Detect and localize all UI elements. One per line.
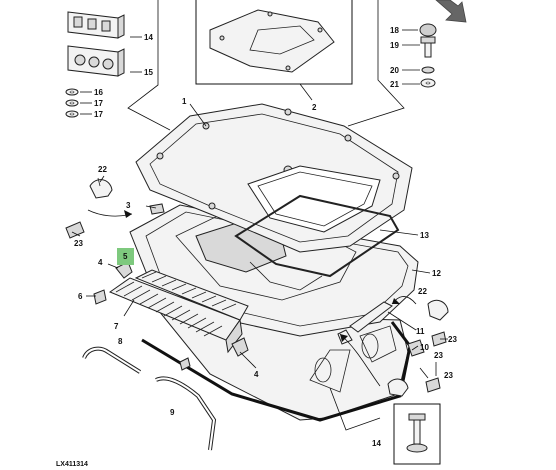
callout-19: 19: [390, 41, 399, 50]
callout-10: 10: [420, 343, 429, 352]
callout-17c: 17: [94, 110, 103, 119]
inset-frame-center: [195, 0, 353, 85]
cap-18: [419, 23, 437, 37]
opening-seal: [234, 194, 400, 278]
callout-11: 11: [416, 327, 425, 336]
switch-panel-16: [67, 45, 125, 77]
callout-6: 7: [114, 322, 119, 331]
inset-frame-left: [127, 0, 171, 131]
callout-17a: 16: [94, 88, 103, 97]
callout-20: 20: [390, 66, 399, 75]
callout-9: 9: [170, 408, 175, 417]
washer-20: [421, 66, 435, 74]
motion-arrows: [87, 209, 429, 431]
callout-22-left: 22: [98, 165, 107, 174]
clip-7: [93, 289, 107, 305]
callout-5: 5: [123, 252, 128, 261]
connector-23-right: [431, 331, 447, 347]
inset-frame-right: [347, 0, 405, 127]
washer-21: [420, 78, 436, 88]
callout-23-left: 23: [74, 239, 83, 248]
callout-12: 12: [432, 269, 441, 278]
callout-7: 6: [78, 292, 83, 301]
bolt-19: [420, 36, 436, 58]
clip-4-lower: [231, 337, 249, 357]
callout-2: 2: [312, 103, 317, 112]
leader-lines: [71, 29, 448, 376]
bolt-inset-14: [393, 403, 441, 465]
callout-14: 14: [372, 439, 381, 448]
callout-16: 15: [144, 68, 153, 77]
connector-23-left: [65, 221, 85, 239]
callout-18: 18: [390, 26, 399, 35]
direction-arrow-icon: [435, 0, 467, 23]
callout-23-right: 23: [448, 335, 457, 344]
roof-panel-inset: [209, 9, 335, 73]
hose-8: [82, 346, 142, 374]
washer-17b: [65, 99, 79, 107]
connector-22-left: [89, 177, 113, 199]
connector-22-right: [427, 299, 449, 321]
callout-1: 1: [182, 97, 187, 106]
callout-23-middle: 23: [434, 351, 443, 360]
washer-17c: [65, 110, 79, 118]
hose-9: [155, 376, 217, 451]
callout-3: 3: [126, 201, 131, 210]
callout-17b: 17: [94, 99, 103, 108]
washer-17a: [65, 88, 79, 96]
connector-22-bottom: [387, 378, 409, 397]
callout-labels: 14 15 16 17 17 1 2 18 19 20 21 22 3 23 5…: [56, 26, 457, 468]
highlighted-part-5: [117, 248, 134, 265]
vent-grille: [108, 269, 249, 354]
callout-4-upper: 4: [98, 258, 103, 267]
callout-8: 8: [118, 337, 123, 346]
clip-3: [149, 203, 165, 215]
callout-15: 14: [144, 33, 153, 42]
reference-code: LX411314: [56, 461, 88, 468]
lower-seal: [141, 321, 412, 422]
bracket-10: [407, 339, 425, 357]
switch-panel-15: [67, 11, 125, 39]
callout-13: 13: [420, 231, 429, 240]
clip-small: [179, 357, 191, 371]
callout-4-lower: 4: [254, 370, 259, 379]
callout-21: 21: [390, 80, 399, 89]
callout-23-bottom: 23: [444, 371, 453, 380]
connector-23-bottom: [425, 377, 441, 393]
callout-22-right: 22: [418, 287, 427, 296]
